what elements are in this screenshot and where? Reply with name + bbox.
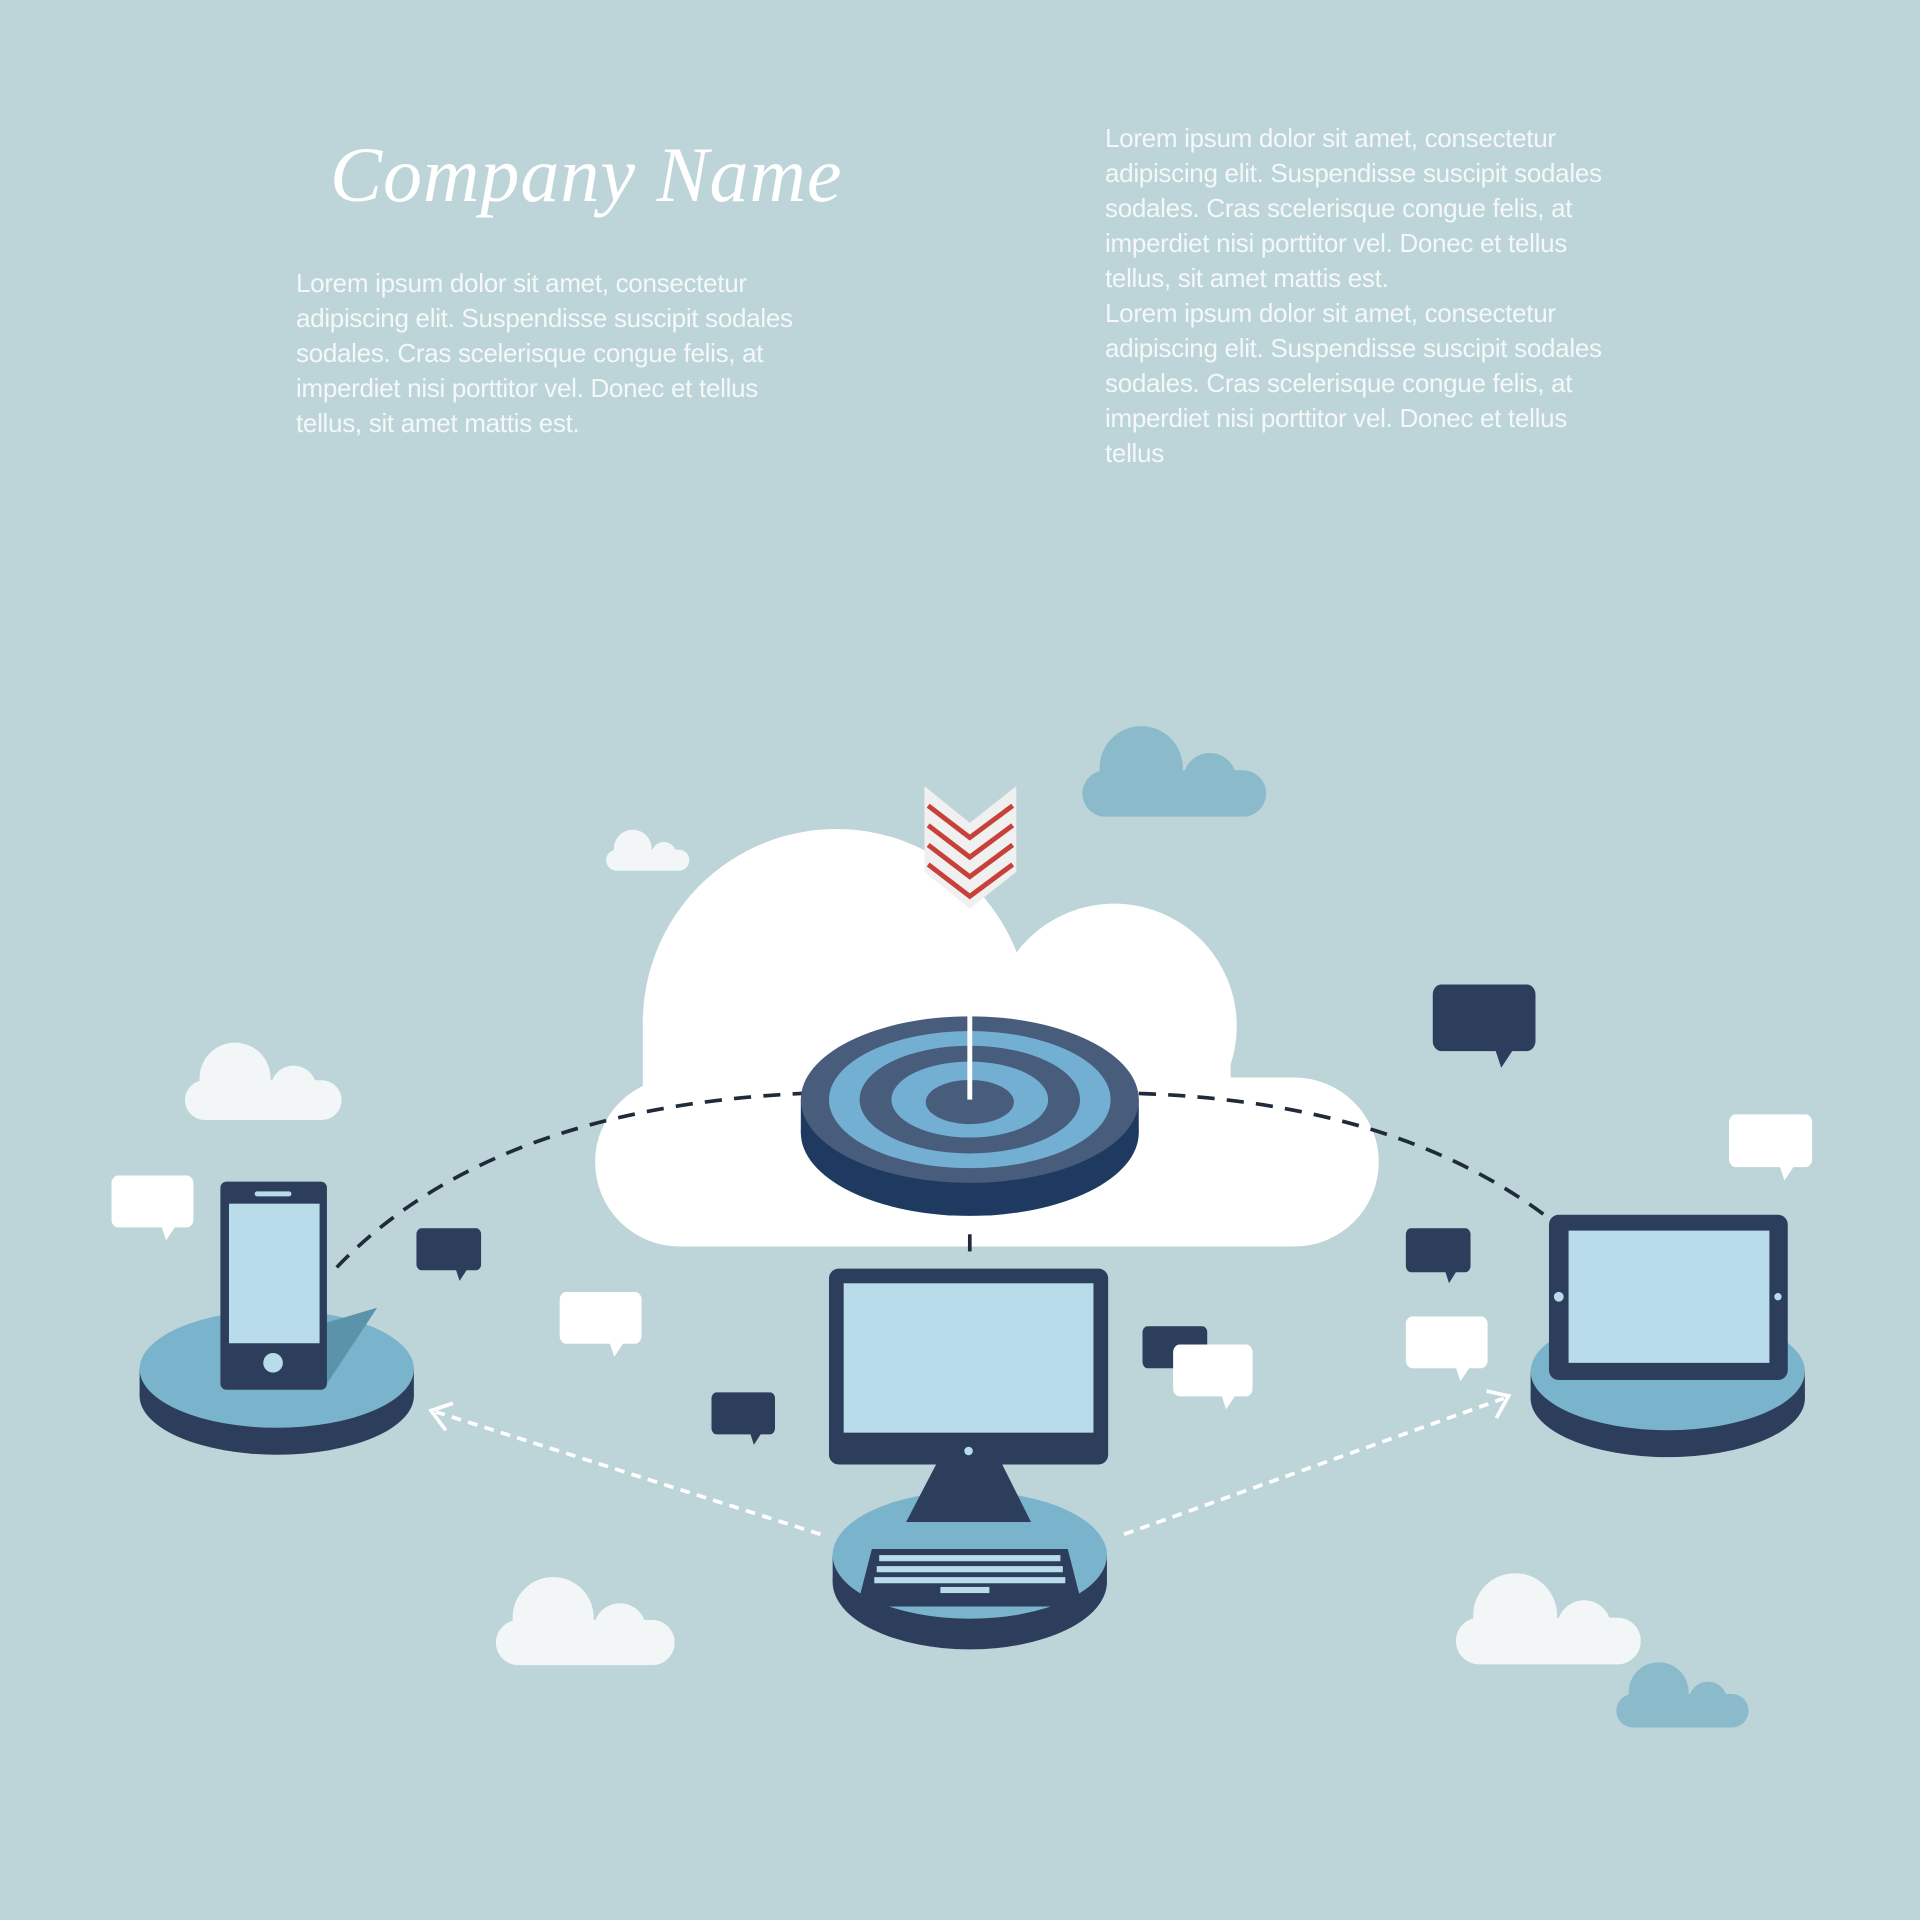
text-line: Lorem ipsum dolor sit amet, consectetur: [296, 268, 747, 298]
speech-bubble-icon: [559, 1291, 642, 1357]
text-line: imperdiet nisi porttitor vel. Donec et t…: [1105, 403, 1567, 433]
text-line: sodales. Cras scelerisque congue felis, …: [296, 338, 764, 368]
cloud-icon: [1082, 726, 1267, 817]
arrowhead-icon: [428, 1389, 1512, 1432]
speech-bubble-icon: [1432, 984, 1536, 1068]
connection-line: [335, 1091, 1551, 1269]
desktop-computer-icon: [828, 1268, 1109, 1523]
main-cloud-icon: [595, 828, 1379, 1247]
cloud-icon: [606, 829, 690, 871]
speech-bubble-icon: [111, 1175, 194, 1241]
text-line: adipiscing elit. Suspendisse suscipit so…: [1105, 158, 1602, 188]
text-line: adipiscing elit. Suspendisse suscipit so…: [296, 303, 793, 333]
cloud-icon: [1616, 1662, 1749, 1728]
company-name-logo: Company Name: [330, 131, 843, 218]
cloud-icon: [495, 1577, 675, 1666]
text-line: tellus: [1105, 438, 1164, 468]
speech-bubble-icon: [1728, 1114, 1813, 1181]
text-line: Lorem ipsum dolor sit amet, consectetur: [1105, 123, 1556, 153]
description-paragraph: Lorem ipsum dolor sit amet, consectetur …: [1105, 121, 1602, 471]
tablet-icon: [1548, 1214, 1788, 1380]
cloud-icon: [1455, 1573, 1641, 1665]
speech-bubble-icon: [1405, 1316, 1488, 1382]
text-line: adipiscing elit. Suspendisse suscipit so…: [1105, 333, 1602, 363]
text-line: tellus, sit amet mattis est.: [1105, 263, 1389, 293]
speech-bubble-icon: [416, 1228, 482, 1281]
speech-bubble-icon: [711, 1392, 776, 1445]
text-line: sodales. Cras scelerisque congue felis, …: [1105, 193, 1573, 223]
cloud-icon: [184, 1042, 342, 1120]
speech-bubble-icon: [1173, 1344, 1253, 1410]
target-icon: [800, 1013, 1139, 1216]
intro-paragraph: Lorem ipsum dolor sit amet, consectetur …: [296, 266, 793, 441]
text-line: sodales. Cras scelerisque congue felis, …: [1105, 368, 1573, 398]
text-line: tellus, sit amet mattis est.: [296, 408, 580, 438]
text-line: imperdiet nisi porttitor vel. Donec et t…: [1105, 228, 1567, 258]
smartphone-icon: [220, 1181, 378, 1390]
arrow-icon: [924, 786, 1017, 909]
text-line: Lorem ipsum dolor sit amet, consectetur: [1105, 298, 1556, 328]
speech-bubble-icon: [1405, 1228, 1471, 1284]
text-line: imperdiet nisi porttitor vel. Donec et t…: [296, 373, 758, 403]
keyboard-icon: [857, 1548, 1083, 1607]
